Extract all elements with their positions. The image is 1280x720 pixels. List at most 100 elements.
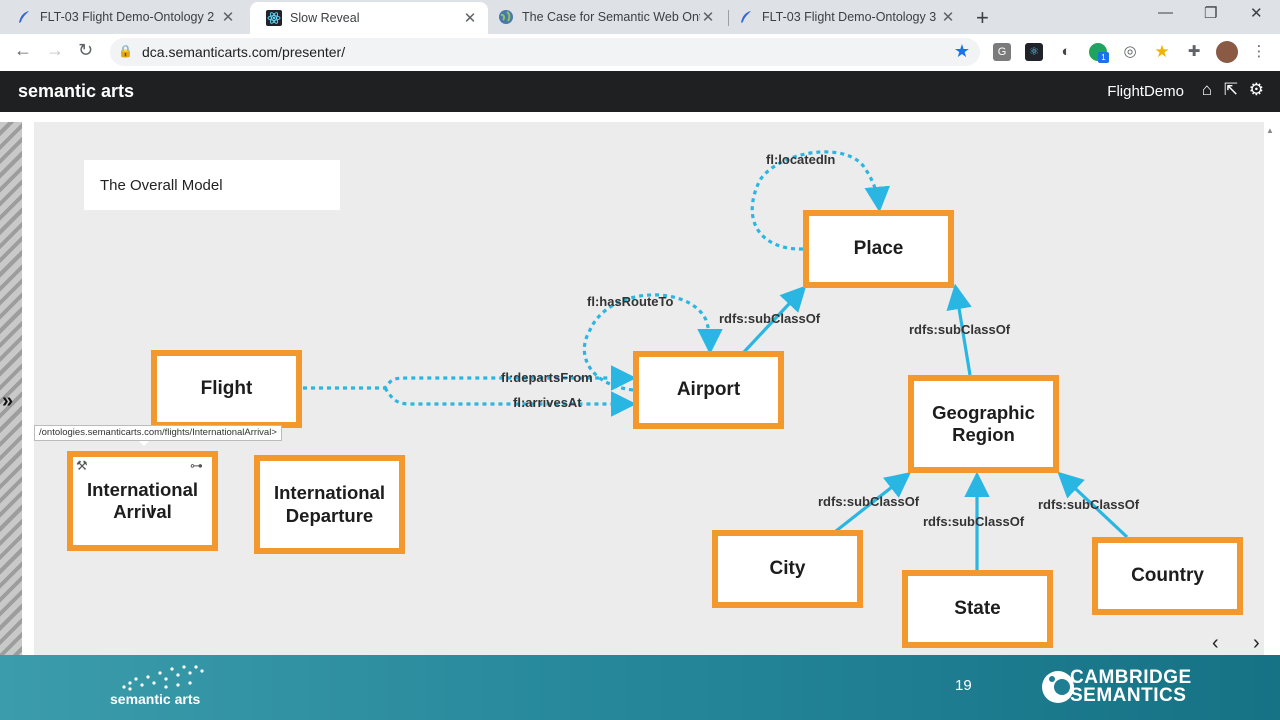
reload-button[interactable]: ↻ [78, 40, 94, 60]
close-icon[interactable]: ✕ [463, 10, 477, 27]
react-icon [266, 10, 282, 26]
prev-slide-button[interactable]: ‹ [1212, 632, 1219, 654]
extension-badge: 1 [1098, 52, 1109, 63]
address-bar[interactable]: 🔒 dca.semanticarts.com/presenter/ ★ [110, 38, 980, 66]
tab-title: Slow Reveal [290, 11, 360, 25]
tab-semantic-web[interactable]: The Case for Semantic Web Onto ✕ [482, 0, 726, 34]
node-label-line1: Geographic [932, 401, 1035, 423]
node-label-line2: Departure [285, 504, 374, 526]
node-label: Place [853, 237, 904, 259]
edge-arrives-at [383, 387, 637, 417]
edge-label-has-route-to: fl:hasRouteTo [587, 294, 674, 309]
green-extension-icon[interactable]: 1 [1089, 43, 1109, 63]
node-country[interactable]: Country [1092, 537, 1243, 615]
node-label-line2: Arrival [113, 501, 172, 522]
tab-flight-demo-3[interactable]: FLT-03 Flight Demo-Ontology 3 ✕ [722, 0, 966, 34]
edge-label-state-subclass: rdfs:subClassOf [923, 514, 1025, 529]
restore-button[interactable]: ❐ [1204, 5, 1218, 22]
iri-tooltip: /ontologies.semanticarts.com/flights/Int… [34, 425, 282, 446]
app-header: semantic arts FlightDemo ⌂ ⇱ ⚙ [0, 71, 1280, 112]
menu-kebab-icon[interactable]: ⋮ [1251, 43, 1267, 60]
node-state[interactable]: State [902, 570, 1053, 648]
browser-toolbar: ← → ↻ 🔒 dca.semanticarts.com/presenter/ … [0, 34, 1280, 72]
node-place[interactable]: Place [803, 210, 954, 288]
puzzle-icon[interactable]: ✚ [1187, 43, 1201, 60]
edge-label-departs-from: fl:departsFrom [501, 370, 593, 385]
share-icon[interactable]: ⇱ [1223, 80, 1238, 99]
tab-title: FLT-03 Flight Demo-Ontology 2 [40, 10, 215, 24]
gear-icon[interactable]: ⚙ [1248, 80, 1264, 99]
edge-departs-from [303, 365, 637, 391]
scroll-up-icon[interactable]: ▲ [1266, 126, 1274, 135]
minimize-button[interactable]: — [1158, 4, 1173, 21]
node-label-line1: International [273, 482, 385, 504]
url-text: dca.semanticarts.com/presenter/ [142, 44, 346, 60]
loop-extension-icon[interactable]: ◐ [1061, 43, 1071, 60]
brand-logo-text[interactable]: semantic arts [18, 81, 135, 101]
node-international-departure[interactable]: International Departure [254, 455, 405, 554]
slide-footer: semantic arts 19 CAMBRIDGE SEMANTICS [0, 655, 1280, 720]
node-international-arrival[interactable]: International Arrival [67, 451, 218, 551]
partner-line2: SEMANTICS [1070, 685, 1187, 706]
node-label-line2: Region [952, 424, 1015, 445]
edge-label-country-subclass: rdfs:subClassOf [1038, 497, 1140, 512]
lock-icon: 🔒 [118, 44, 133, 58]
window-close-button[interactable]: ✕ [1250, 5, 1263, 22]
tab-title: FLT-03 Flight Demo-Ontology 3 [762, 10, 937, 24]
tab-title: The Case for Semantic Web Onto [522, 10, 700, 24]
node-label: Country [1131, 564, 1204, 586]
tab-separator [728, 10, 729, 26]
expand-sidebar-icon[interactable]: » [2, 390, 14, 412]
forward-button[interactable]: → [46, 40, 64, 60]
tab-slow-reveal[interactable]: Slow Reveal ✕ [250, 2, 488, 34]
profile-avatar[interactable] [1216, 41, 1238, 63]
node-airport[interactable]: Airport [633, 351, 784, 429]
edge-region-subclass [946, 283, 972, 376]
dots-logo-icon [122, 665, 204, 691]
text-cursor-icon: I [150, 503, 155, 520]
node-label: State [954, 597, 1001, 619]
edge-country-subclass [1057, 471, 1129, 539]
node-geographic-region[interactable]: Geographic Region [908, 375, 1059, 473]
circle-extension-icon[interactable]: ◎ [1123, 43, 1137, 60]
close-icon[interactable]: ✕ [221, 9, 235, 26]
edge-label-airport-subclass: rdfs:subClassOf [719, 311, 821, 326]
node-flight[interactable]: Flight [151, 350, 302, 428]
close-icon[interactable]: ✕ [701, 9, 715, 26]
node-city[interactable]: City [712, 530, 863, 608]
node-label: City [769, 557, 806, 579]
quill-icon [741, 11, 751, 23]
new-tab-button[interactable]: + [976, 5, 989, 30]
edge-airport-subclass [742, 285, 807, 354]
edge-city-subclass [835, 472, 912, 533]
globe-icon [499, 10, 513, 24]
close-icon[interactable]: ✕ [941, 9, 955, 26]
home-icon[interactable]: ⌂ [1201, 80, 1212, 99]
slide-title: The Overall Model [84, 160, 340, 210]
edge-has-route-to [582, 293, 723, 392]
node-label-line1: International [86, 478, 198, 500]
star-extension-icon[interactable]: ★ [1154, 42, 1170, 61]
partner-name: CAMBRIDGE SEMANTICS [1070, 667, 1192, 706]
footer-brand: semantic arts [110, 691, 201, 707]
edge-label-city-subclass: rdfs:subClassOf [818, 494, 920, 509]
wrench-icon[interactable]: ⚒ [76, 458, 88, 473]
g-extension-icon[interactable]: G [993, 43, 1011, 61]
edge-label-arrives-at: fl:arrivesAt [513, 395, 582, 410]
tab-flight-demo-2[interactable]: FLT-03 Flight Demo-Ontology 2 ✕ [0, 0, 246, 34]
project-name: FlightDemo [1107, 83, 1184, 100]
cambridge-semantics-logo-icon [1042, 671, 1074, 703]
page-number: 19 [955, 677, 972, 694]
partner-line1: CAMBRIDGE [1070, 667, 1192, 688]
node-label: Flight [200, 377, 253, 399]
node-label: Airport [676, 378, 741, 400]
react-devtools-icon[interactable]: ⚛ [1025, 43, 1043, 61]
tab-strip: FLT-03 Flight Demo-Ontology 2 ✕ Slow Rev… [0, 0, 1280, 34]
back-button[interactable]: ← [14, 40, 32, 60]
sidebar-handle[interactable] [0, 122, 22, 655]
edge-label-located-in: fl:locatedIn [766, 152, 836, 167]
next-slide-button[interactable]: › [1253, 632, 1260, 654]
hierarchy-icon[interactable]: ⊶ [190, 458, 203, 473]
bookmark-star-icon[interactable]: ★ [953, 41, 970, 61]
